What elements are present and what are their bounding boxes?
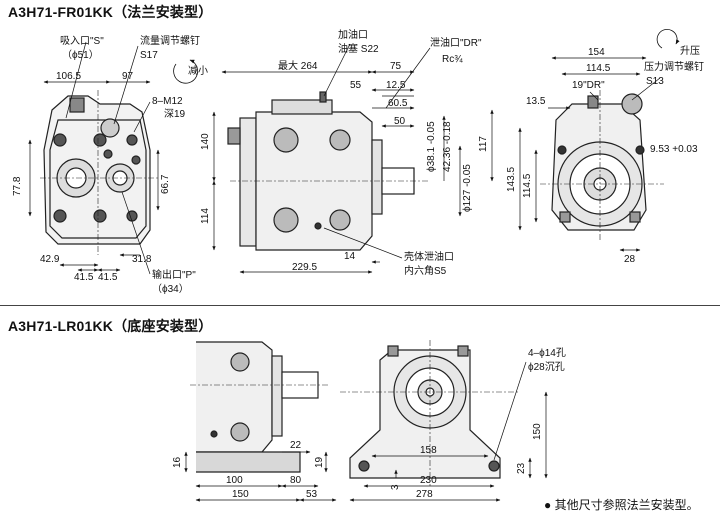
dim-23: 23 <box>516 462 527 474</box>
dim-41-5-b: 41.5 <box>98 272 118 283</box>
dim-97: 97 <box>122 71 134 82</box>
dim-41-5-a: 41.5 <box>74 272 94 283</box>
dim-53: 53 <box>306 489 318 500</box>
front-flow-screw-label: 流量调节螺钉 <box>140 34 200 47</box>
dim-42-9: 42.9 <box>40 254 60 265</box>
side-case-drain-label: 壳体泄油口 <box>404 250 454 263</box>
dim-143-5: 143.5 <box>506 167 517 192</box>
dim-55: 55 <box>350 80 362 91</box>
front-view-dimensions <box>28 41 160 275</box>
dim-shaft-dia: ϕ38.1 -0.05 <box>426 121 437 172</box>
dim-150-bottom: 150 <box>232 489 249 500</box>
dim-150-height: 150 <box>532 423 543 440</box>
dim-22: 22 <box>290 440 302 451</box>
front-view-flange <box>40 90 160 255</box>
foot-hole-label: 4–ϕ14孔 <box>528 347 566 359</box>
dim-3: 3 <box>390 484 401 490</box>
front-flow-screw-size: S17 <box>140 50 158 61</box>
dim-50: 50 <box>394 116 406 127</box>
dim-19: 19 <box>314 456 325 468</box>
dim-229-5: 229.5 <box>292 262 317 273</box>
foot-front-dimensions <box>349 361 548 502</box>
side-view-dimensions <box>212 43 494 274</box>
front-bolt-depth: 深19 <box>164 108 186 120</box>
dim-31-8: 31.8 <box>132 254 152 265</box>
side-fill-port-label: 加油口 <box>338 28 368 41</box>
dim-278: 278 <box>416 489 433 500</box>
dim-114-side: 114 <box>200 208 211 224</box>
side-view-pump <box>227 91 430 251</box>
increase-arrow-icon <box>656 29 680 49</box>
dim-154: 154 <box>588 47 605 58</box>
foot-counterbore-label: ϕ28沉孔 <box>528 360 565 373</box>
side-hex-label: 内六角S5 <box>404 264 447 277</box>
dim-key-9-53: 9.53 +0.03 <box>650 144 698 155</box>
dim-140: 140 <box>200 133 211 150</box>
front-bolt-spec: 8–M12 <box>152 96 183 107</box>
right-view-dimensions <box>518 56 661 252</box>
dim-77-8: 77.8 <box>12 176 23 196</box>
section2-title: A3H71-LR01KK（底座安装型） <box>8 318 213 334</box>
dim-60-5: 60.5 <box>388 98 408 109</box>
dim-16: 16 <box>172 456 183 468</box>
side-fill-plug-label: 油塞 S22 <box>338 42 379 55</box>
front-outlet-dia: （ϕ34） <box>152 283 189 295</box>
decrease-arrow-icon <box>173 59 199 84</box>
dim-28: 28 <box>624 254 636 265</box>
front-outlet-label: 输出口"P" <box>152 268 196 281</box>
front-suction-dia: （ϕ51） <box>62 49 99 61</box>
dim-12-5: 12.5 <box>386 80 406 91</box>
right-increase-label: 升压 <box>680 45 700 57</box>
dim-75: 75 <box>390 61 402 72</box>
foot-side-dimensions <box>184 450 337 502</box>
dim-13-5: 13.5 <box>526 96 546 107</box>
front-suction-label: 吸入口"S" <box>60 36 104 47</box>
section1-title: A3H71-FR01KK（法兰安装型） <box>8 4 213 20</box>
footnote: ● 其他尺寸参照法兰安装型。 <box>544 498 699 512</box>
dim-14: 14 <box>344 251 356 262</box>
dim-106-5: 106.5 <box>56 71 81 82</box>
foot-side-view <box>190 341 330 473</box>
dim-117: 117 <box>478 136 489 152</box>
dim-230: 230 <box>420 475 437 486</box>
side-drain-thread: Rc¾ <box>442 54 463 65</box>
side-drain-label: 泄油口"DR" <box>430 36 482 49</box>
right-view-pump <box>540 90 664 242</box>
dim-42-36: 42.36 -0.18 <box>442 121 453 172</box>
right-pressure-screw-size: S13 <box>646 76 664 87</box>
dim-pilot-dia: ϕ127 -0.05 <box>462 164 473 212</box>
foot-front-view <box>340 340 520 486</box>
section-divider <box>0 305 720 306</box>
dim-80: 80 <box>290 475 302 486</box>
dim-114-5-top: 114.5 <box>586 63 611 74</box>
right-pressure-screw-label: 压力调节螺钉 <box>644 60 704 73</box>
dim-158: 158 <box>420 445 437 456</box>
dim-100: 100 <box>226 475 243 486</box>
dim-66-7: 66.7 <box>160 174 171 194</box>
dim-max-264: 最大 264 <box>278 59 318 72</box>
right-dr-label: 19"DR" <box>572 80 605 91</box>
dim-114-5-side: 114.5 <box>522 173 533 198</box>
